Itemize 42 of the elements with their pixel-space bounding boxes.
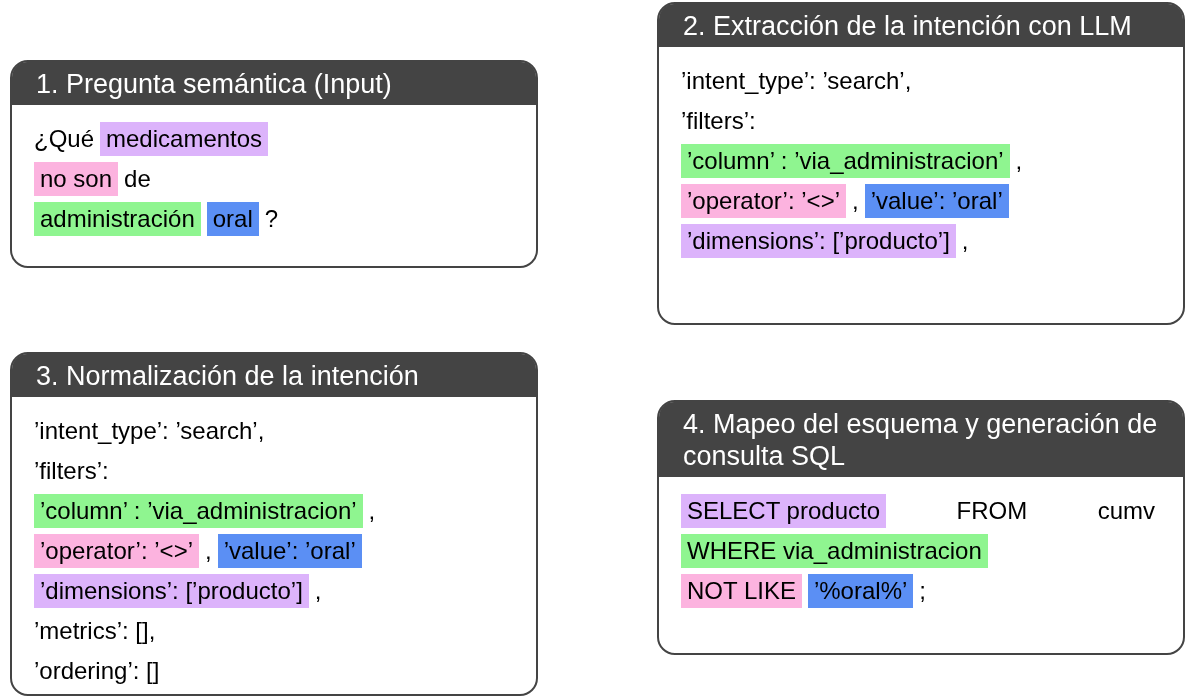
highlighted-term: ’value’: ’oral’	[217, 534, 362, 568]
body-text: ,	[368, 497, 376, 525]
body-text: ,	[961, 227, 969, 255]
highlighted-term: ’dimensions’: [’producto’]	[681, 224, 956, 258]
body-text: de	[124, 165, 151, 193]
highlighted-term: administración	[34, 202, 201, 236]
body-text: FROM	[956, 497, 1028, 525]
body-text: ?	[264, 205, 279, 233]
body-text: ,	[314, 577, 322, 605]
highlighted-term: ’dimensions’: [’producto’]	[34, 574, 309, 608]
card-header: 3. Normalización de la intención	[12, 354, 536, 397]
body-text: ’filters’:	[34, 457, 109, 485]
body-text: ;	[919, 577, 926, 605]
highlighted-term: ’operator’: ’<>’	[34, 534, 199, 568]
highlighted-term: medicamentos	[100, 122, 269, 156]
body-text: ’intent_type’: ’search’,	[681, 67, 912, 95]
highlighted-term: NOT LIKE	[681, 574, 802, 608]
card-header: 1. Pregunta semántica (Input)	[12, 62, 536, 105]
body-text: ,	[852, 187, 859, 215]
body-text: ’metrics’: [],	[34, 617, 156, 645]
highlighted-term: ’column’ : ’via_administracion’	[34, 494, 363, 528]
card-panel	[657, 400, 1185, 655]
body-text: cumv	[1097, 497, 1155, 525]
body-text: ’filters’:	[681, 107, 756, 135]
card-header: 4. Mapeo del esquema y generación de consulta SQL	[659, 402, 1183, 477]
highlighted-term: ’operator’: ’<>’	[681, 184, 846, 218]
body-text: ’intent_type’: ’search’,	[34, 417, 265, 445]
highlighted-term: oral	[206, 202, 259, 236]
body-text: ¿Qué	[34, 125, 95, 153]
card-header: 2. Extracción de la intención con LLM	[659, 4, 1183, 47]
highlighted-term: SELECT producto	[681, 494, 886, 528]
highlighted-term: ’value’: ’oral’	[864, 184, 1009, 218]
card-panel	[10, 60, 538, 268]
highlighted-term: ’%oral%’	[807, 574, 914, 608]
highlighted-term: no son	[34, 162, 119, 196]
highlighted-term: WHERE via_administracion	[681, 534, 988, 568]
body-text: ’ordering’: []	[34, 657, 160, 685]
body-text: ,	[205, 537, 212, 565]
body-text: ,	[1015, 147, 1023, 175]
highlighted-term: ’column’ : ’via_administracion’	[681, 144, 1010, 178]
card-panel	[10, 352, 538, 696]
card-panel	[657, 2, 1185, 325]
